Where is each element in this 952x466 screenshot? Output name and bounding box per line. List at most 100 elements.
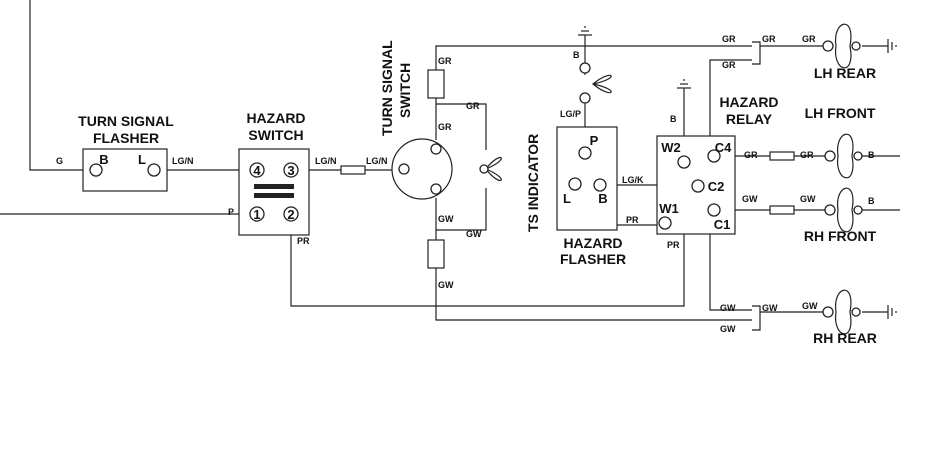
wire-code-gr-7: GR	[722, 60, 736, 70]
ground-relay-icon	[677, 79, 691, 89]
hazard-flasher-label: HAZARD	[563, 235, 622, 251]
wire-code-b-lhfront: B	[868, 150, 875, 160]
wire-code-lgk: LG/K	[622, 175, 644, 185]
turn-signal-flasher-label: TURN SIGNAL	[78, 113, 174, 129]
lh-rear-label: LH REAR	[814, 65, 876, 81]
wire-code-lgn-2: LG/N	[315, 156, 337, 166]
relay-w2-label: W2	[661, 140, 681, 155]
relay-c2-label: C2	[708, 179, 725, 194]
wire-code-pr-3: PR	[667, 240, 680, 250]
ground-top-icon	[578, 26, 592, 36]
flasher-b-label: B	[99, 152, 108, 167]
wire-code-gw-9: GW	[800, 194, 816, 204]
wire-code-p: P	[228, 207, 234, 217]
hf-p-label: P	[590, 133, 599, 148]
wire-code-gr-3: GR	[438, 122, 452, 132]
wire-code-b-rhfront: B	[868, 196, 875, 206]
wire-code-pr-2: PR	[626, 215, 639, 225]
hazsw-terminal-4	[249, 162, 265, 178]
rh-front-lamp-icon	[824, 187, 863, 233]
hf-terminal-p	[578, 146, 592, 160]
terminals	[89, 62, 721, 230]
hazard-switch-contact-bar-2	[254, 193, 294, 198]
wire-code-pr-1: PR	[297, 236, 310, 246]
lh-front-label: LH FRONT	[805, 105, 876, 121]
hazsw-1-label: 1	[253, 207, 260, 222]
flasher-terminal-b	[89, 163, 103, 177]
wire-code-gw-1: GW	[438, 214, 454, 224]
ts-switch-terminal-bot	[430, 183, 442, 195]
hf-b-label: B	[598, 191, 607, 206]
wire-code-labels: G LG/N LG/N LG/N P PR PR PR GR GR GR GR …	[56, 34, 875, 334]
top-indicator-terminal	[579, 62, 591, 74]
relay-terminal-c2	[691, 179, 705, 193]
lh-rear-lamp-icon	[822, 23, 861, 69]
wire-code-gr-2: GR	[466, 101, 480, 111]
wire-code-gw-8: GW	[742, 194, 758, 204]
relay-terminal-w2	[677, 155, 691, 169]
wire-code-gr-9: GR	[800, 150, 814, 160]
wire-code-gw-2: GW	[466, 229, 482, 239]
wires	[0, 0, 900, 331]
wire-code-lgn-1: LG/N	[172, 156, 194, 166]
rh-rear-lamp-icon	[822, 289, 861, 335]
hazard-switch-label-2: SWITCH	[248, 127, 303, 143]
turn-signal-flasher-label-2: FLASHER	[93, 130, 159, 146]
wire-code-gr-5: GR	[762, 34, 776, 44]
wire-code-gw-7: GW	[720, 324, 736, 334]
hazsw-terminal-3	[283, 162, 299, 178]
wire-code-g: G	[56, 156, 63, 166]
relay-terminal-c1	[707, 203, 721, 217]
hf-terminal-l	[568, 177, 582, 191]
turn-signal-switch-label: TURN SIGNAL	[379, 40, 395, 136]
hazsw-2-label: 2	[287, 207, 294, 222]
wire-code-gr-1: GR	[438, 56, 452, 66]
ts-switch-terminal-top	[430, 143, 442, 155]
wire-code-gr-6: GR	[802, 34, 816, 44]
wire-code-lgp: LG/P	[560, 109, 581, 119]
ts-indicator-bulb-icon	[592, 74, 612, 94]
hazsw-3-label: 3	[287, 163, 294, 178]
relay-c1-label: C1	[714, 217, 731, 232]
component-labels: TURN SIGNAL FLASHER HAZARD SWITCH TURN S…	[78, 40, 877, 346]
ground-lh-rear-icon	[887, 39, 897, 53]
rh-front-label: RH FRONT	[804, 228, 877, 244]
ts-indicator-label: TS INDICATOR	[525, 134, 541, 232]
hf-terminal-b	[593, 178, 607, 192]
hf-l-label: L	[563, 191, 571, 206]
wire-code-gw-6: GW	[802, 301, 818, 311]
relay-terminal-w1	[658, 216, 672, 230]
flasher-terminal-l	[147, 163, 161, 177]
indicator-bulb-icon	[479, 156, 502, 182]
ts-switch-terminal-mid	[398, 163, 410, 175]
top-indicator-terminal-2	[579, 92, 591, 104]
lh-front-lamp-icon	[824, 133, 863, 179]
hazard-relay-box	[656, 135, 736, 235]
relay-c4-label: C4	[715, 140, 732, 155]
hazard-flasher-label-2: FLASHER	[560, 251, 626, 267]
ground-symbols	[578, 26, 897, 319]
hazsw-4-label: 4	[253, 163, 261, 178]
wire-code-gr-4: GR	[722, 34, 736, 44]
wire-code-gr-8: GR	[744, 150, 758, 160]
terminal-labels: B L 4 3 1 2 P L B W2 C4 C2 W1 C1	[99, 133, 732, 232]
wire-code-gw-5: GW	[762, 303, 778, 313]
hazard-relay-label-2: RELAY	[726, 111, 773, 127]
hazsw-terminal-2	[283, 206, 299, 222]
hazard-switch-box	[238, 148, 310, 236]
wire-code-lgn-3: LG/N	[366, 156, 388, 166]
relay-terminal-c4	[707, 149, 721, 163]
ground-rh-rear-icon	[887, 305, 897, 319]
hazard-flasher-box	[556, 126, 618, 231]
hazsw-terminal-1	[249, 206, 265, 222]
hazard-switch-contact-bar	[254, 184, 294, 189]
rh-rear-label: RH REAR	[813, 330, 877, 346]
hazard-relay-label: HAZARD	[719, 94, 778, 110]
relay-w1-label: W1	[659, 201, 679, 216]
turn-signal-switch-label-2: SWITCH	[397, 63, 413, 118]
wire-code-b-relay: B	[670, 114, 677, 124]
wire-code-gw-3: GW	[438, 280, 454, 290]
flasher-l-label: L	[138, 152, 146, 167]
wire-code-b-top: B	[573, 50, 580, 60]
hazard-switch-label: HAZARD	[246, 110, 305, 126]
